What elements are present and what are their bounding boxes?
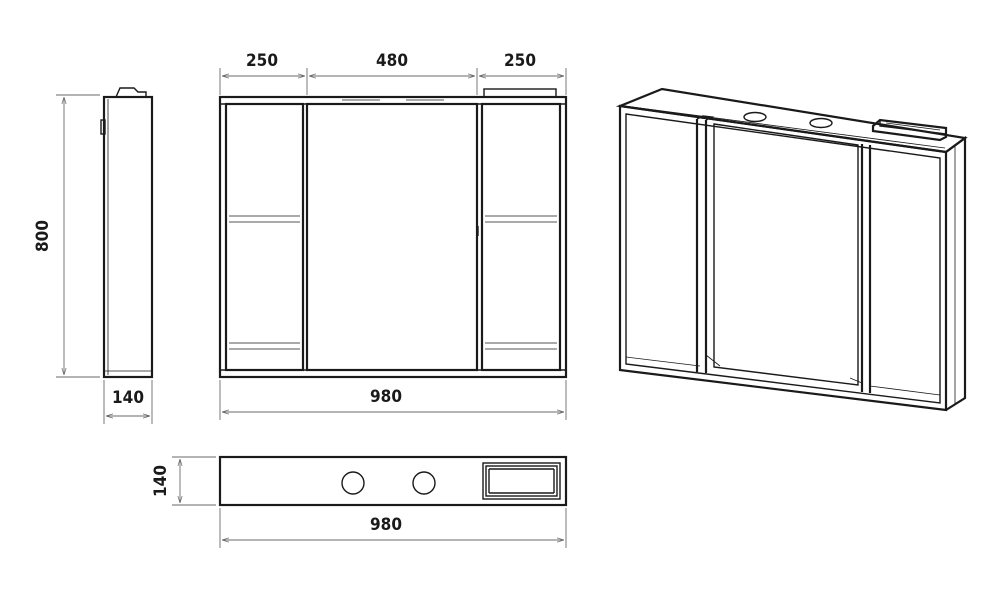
side-height-dimension: 800 <box>33 94 100 378</box>
right-section-width-label: 250 <box>504 51 536 71</box>
lamp-hole-right <box>412 471 436 495</box>
top-depth-label: 140 <box>151 465 171 497</box>
left-section-width-label: 250 <box>246 51 278 71</box>
top-view <box>218 455 568 507</box>
side-depth-label: 140 <box>112 388 144 408</box>
side-depth-dimension: 140 <box>103 380 153 424</box>
lamp-hole-left <box>341 471 365 495</box>
front-total-width-label: 980 <box>370 387 402 407</box>
front-top-dimensions: 250 480 250 <box>219 51 567 95</box>
side-view <box>100 87 154 379</box>
top-total-width-label: 980 <box>370 515 402 535</box>
top-total-width-dimension: 980 <box>219 508 567 548</box>
iso-lamp-hole-left <box>743 111 767 123</box>
middle-section-width-label: 480 <box>376 51 408 71</box>
front-view <box>218 88 568 379</box>
front-total-width-dimension: 980 <box>219 380 567 420</box>
isometric-view <box>615 87 968 412</box>
iso-lamp-hole-right <box>809 117 833 129</box>
side-height-label: 800 <box>33 220 53 252</box>
top-depth-dimension: 140 <box>151 456 216 506</box>
